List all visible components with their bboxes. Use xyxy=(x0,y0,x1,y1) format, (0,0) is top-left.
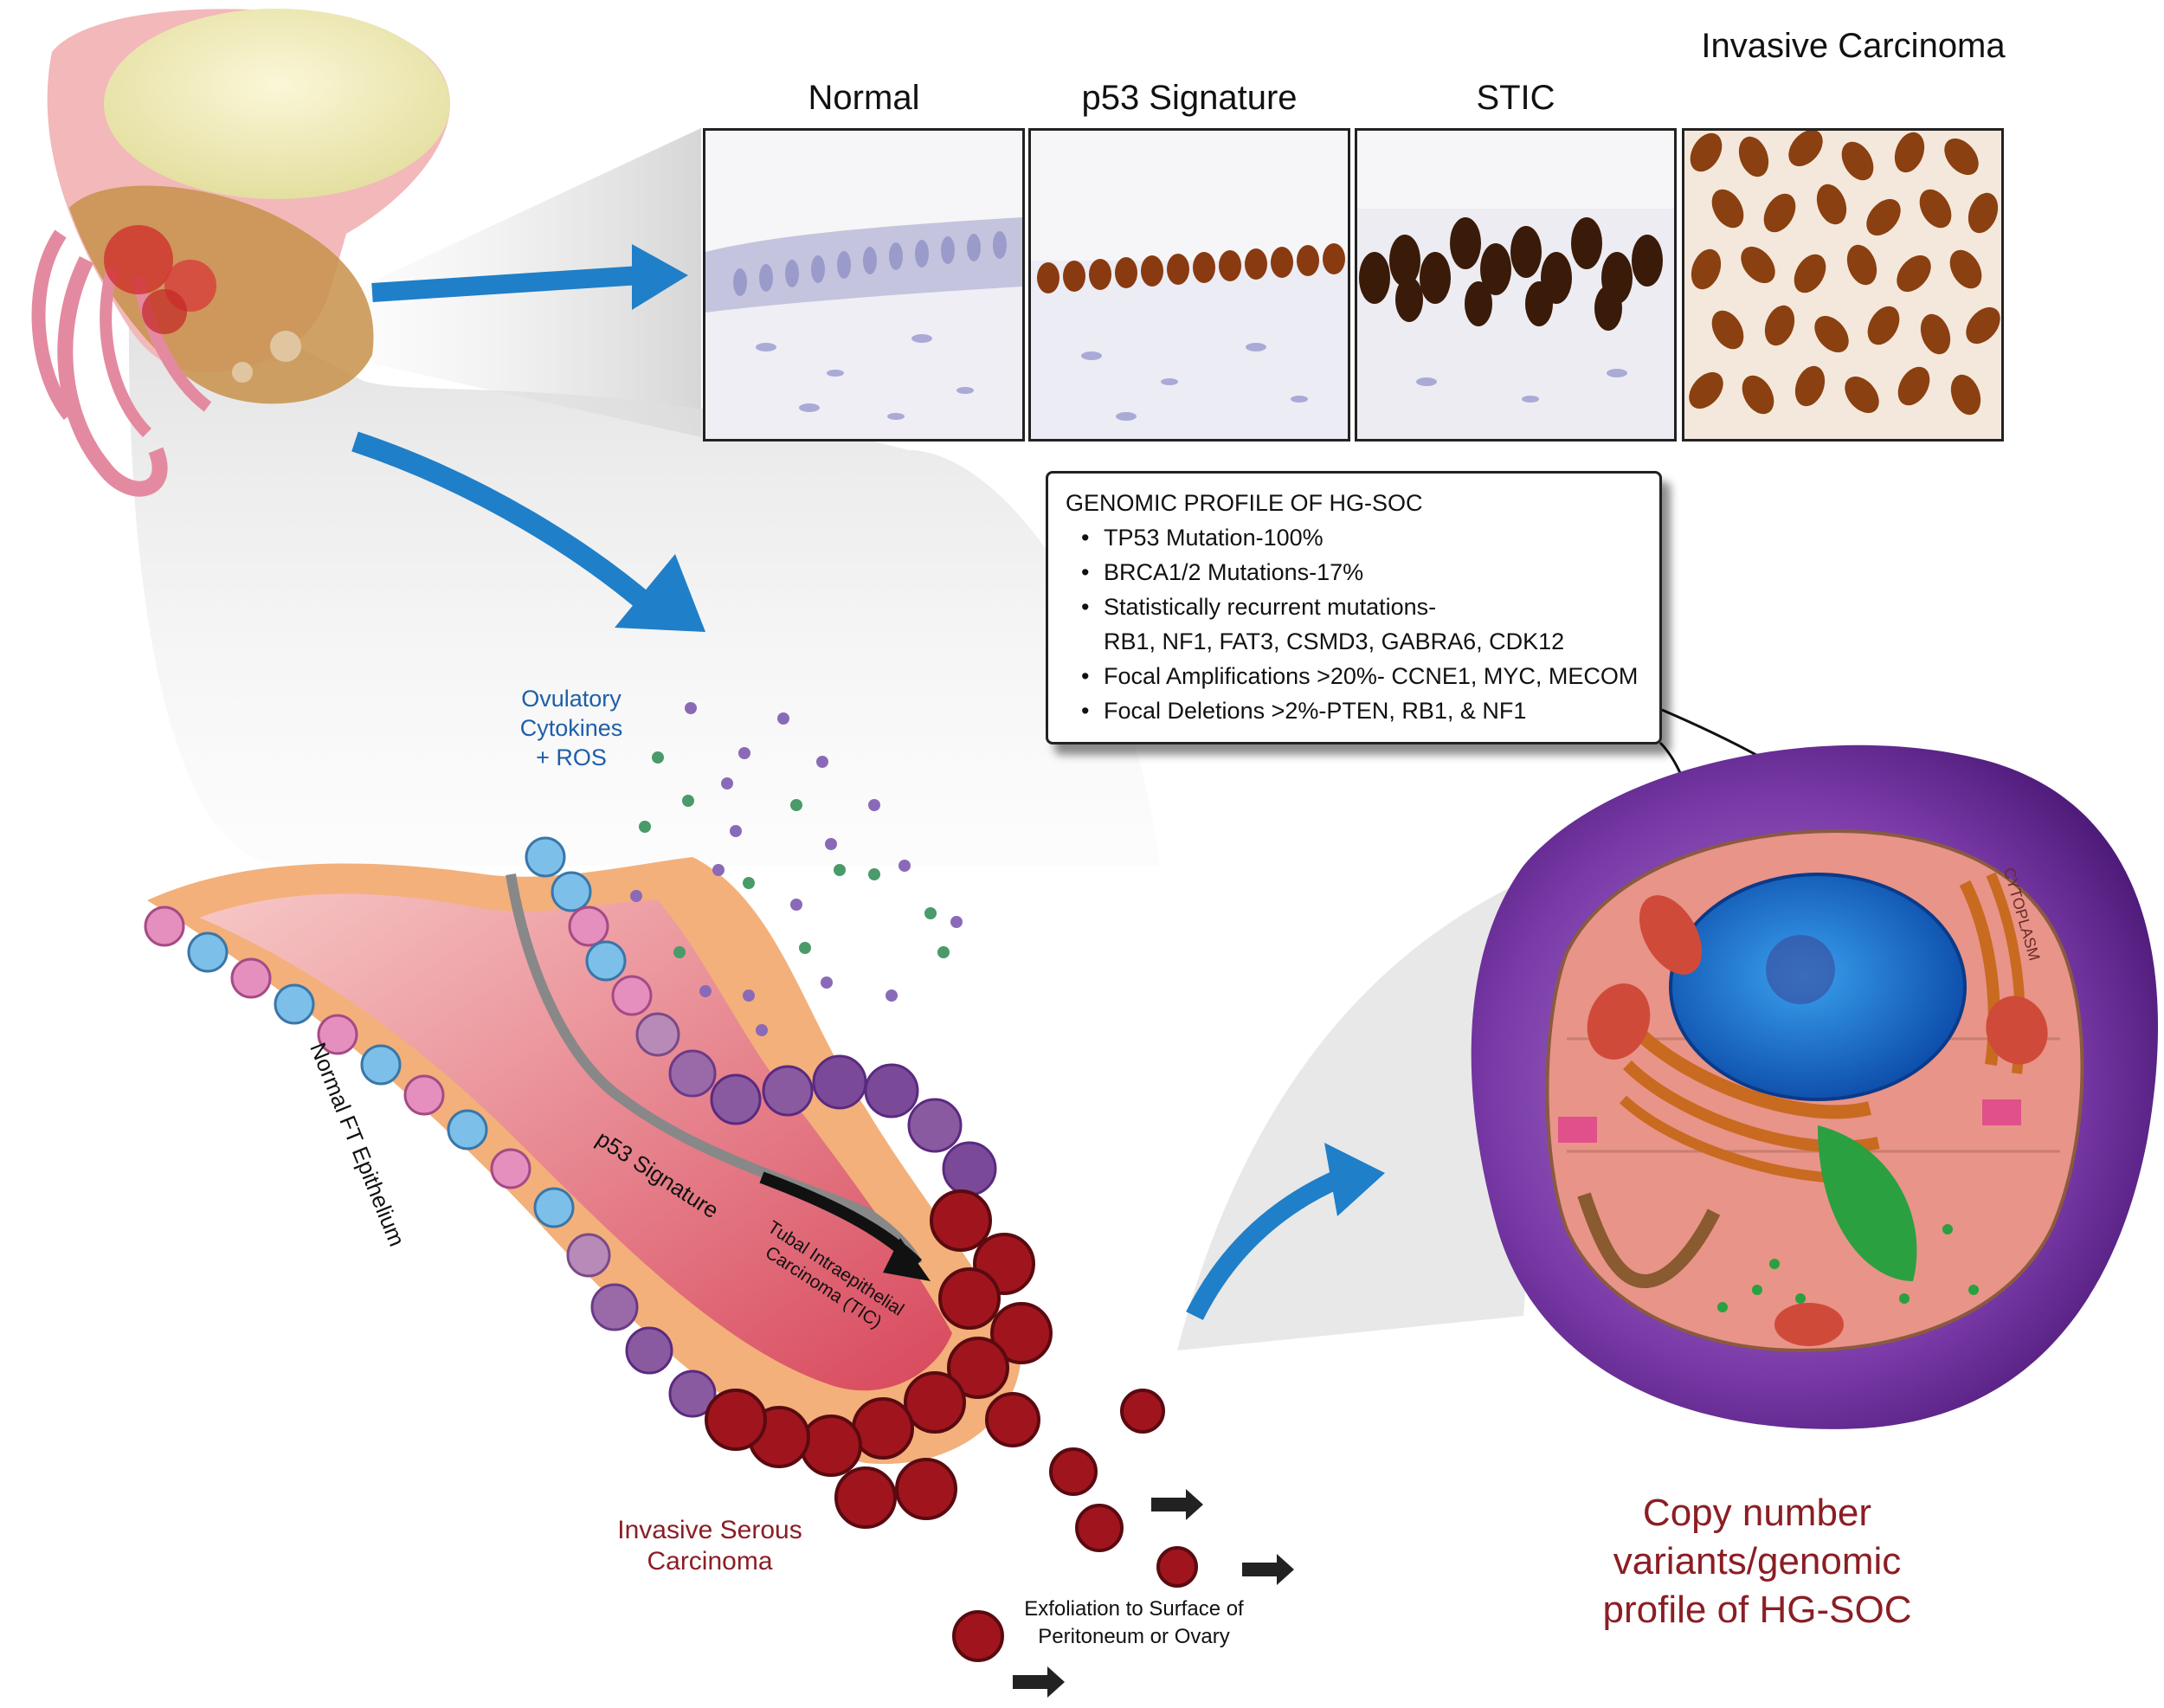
epithelial-cells-left xyxy=(144,906,717,1418)
arrow-to-panels xyxy=(371,244,688,310)
ovulatory-cytokines-label: Ovulatory Cytokines + ROS xyxy=(519,686,623,770)
panel-title-stic: STIC xyxy=(1476,79,1555,117)
list-item-continuation: RB1, NF1, FAT3, CSMD3, GABRA6, CDK12 xyxy=(1104,628,1565,654)
arrow-to-tube xyxy=(351,431,705,632)
genomic-profile-list: TP53 Mutation-100% BRCA1/2 Mutations-17%… xyxy=(1066,520,1642,728)
histology-panel-stic xyxy=(1355,128,1677,442)
cell-illustration xyxy=(1471,744,2159,1429)
list-item: Statistically recurrent mutations- RB1, … xyxy=(1081,590,1642,659)
epithelial-cells-right xyxy=(525,836,997,1196)
tumor-cell-cluster xyxy=(705,1189,1198,1662)
panel-title-p53: p53 Signature xyxy=(1081,79,1298,117)
genomic-profile-box: GENOMIC PROFILE OF HG-SOC TP53 Mutation-… xyxy=(1046,471,1662,744)
genomic-profile-title: GENOMIC PROFILE OF HG-SOC xyxy=(1066,490,1423,516)
invasive-serous-carcinoma-label: Invasive Serous Carcinoma xyxy=(617,1516,802,1576)
uterus-illustration xyxy=(31,9,451,497)
cytokine-dots xyxy=(630,702,963,1036)
histology-panel-invasive xyxy=(1682,128,2004,442)
panel-title-normal: Normal xyxy=(808,79,920,117)
exfoliation-label: Exfoliation to Surface of Peritoneum or … xyxy=(1024,1597,1244,1648)
list-item: TP53 Mutation-100% xyxy=(1081,520,1642,555)
list-item: Focal Deletions >2%-PTEN, RB1, & NF1 xyxy=(1081,693,1642,728)
histology-panel-normal xyxy=(703,128,1025,442)
panel-title-invasive: Invasive Carcinoma xyxy=(1701,27,2006,65)
list-item: Focal Amplifications >20%- CCNE1, MYC, M… xyxy=(1081,659,1642,693)
exfoliation-arrows xyxy=(1013,1489,1294,1698)
projection-fan-lower xyxy=(128,260,1160,866)
arrow-to-cell xyxy=(1186,1143,1385,1320)
list-item: BRCA1/2 Mutations-17% xyxy=(1081,555,1642,590)
histology-panel-p53 xyxy=(1028,128,1350,442)
copy-number-label: Copy number variants/genomic profile of … xyxy=(1602,1492,1912,1631)
epithelium-illustration xyxy=(144,702,1294,1698)
